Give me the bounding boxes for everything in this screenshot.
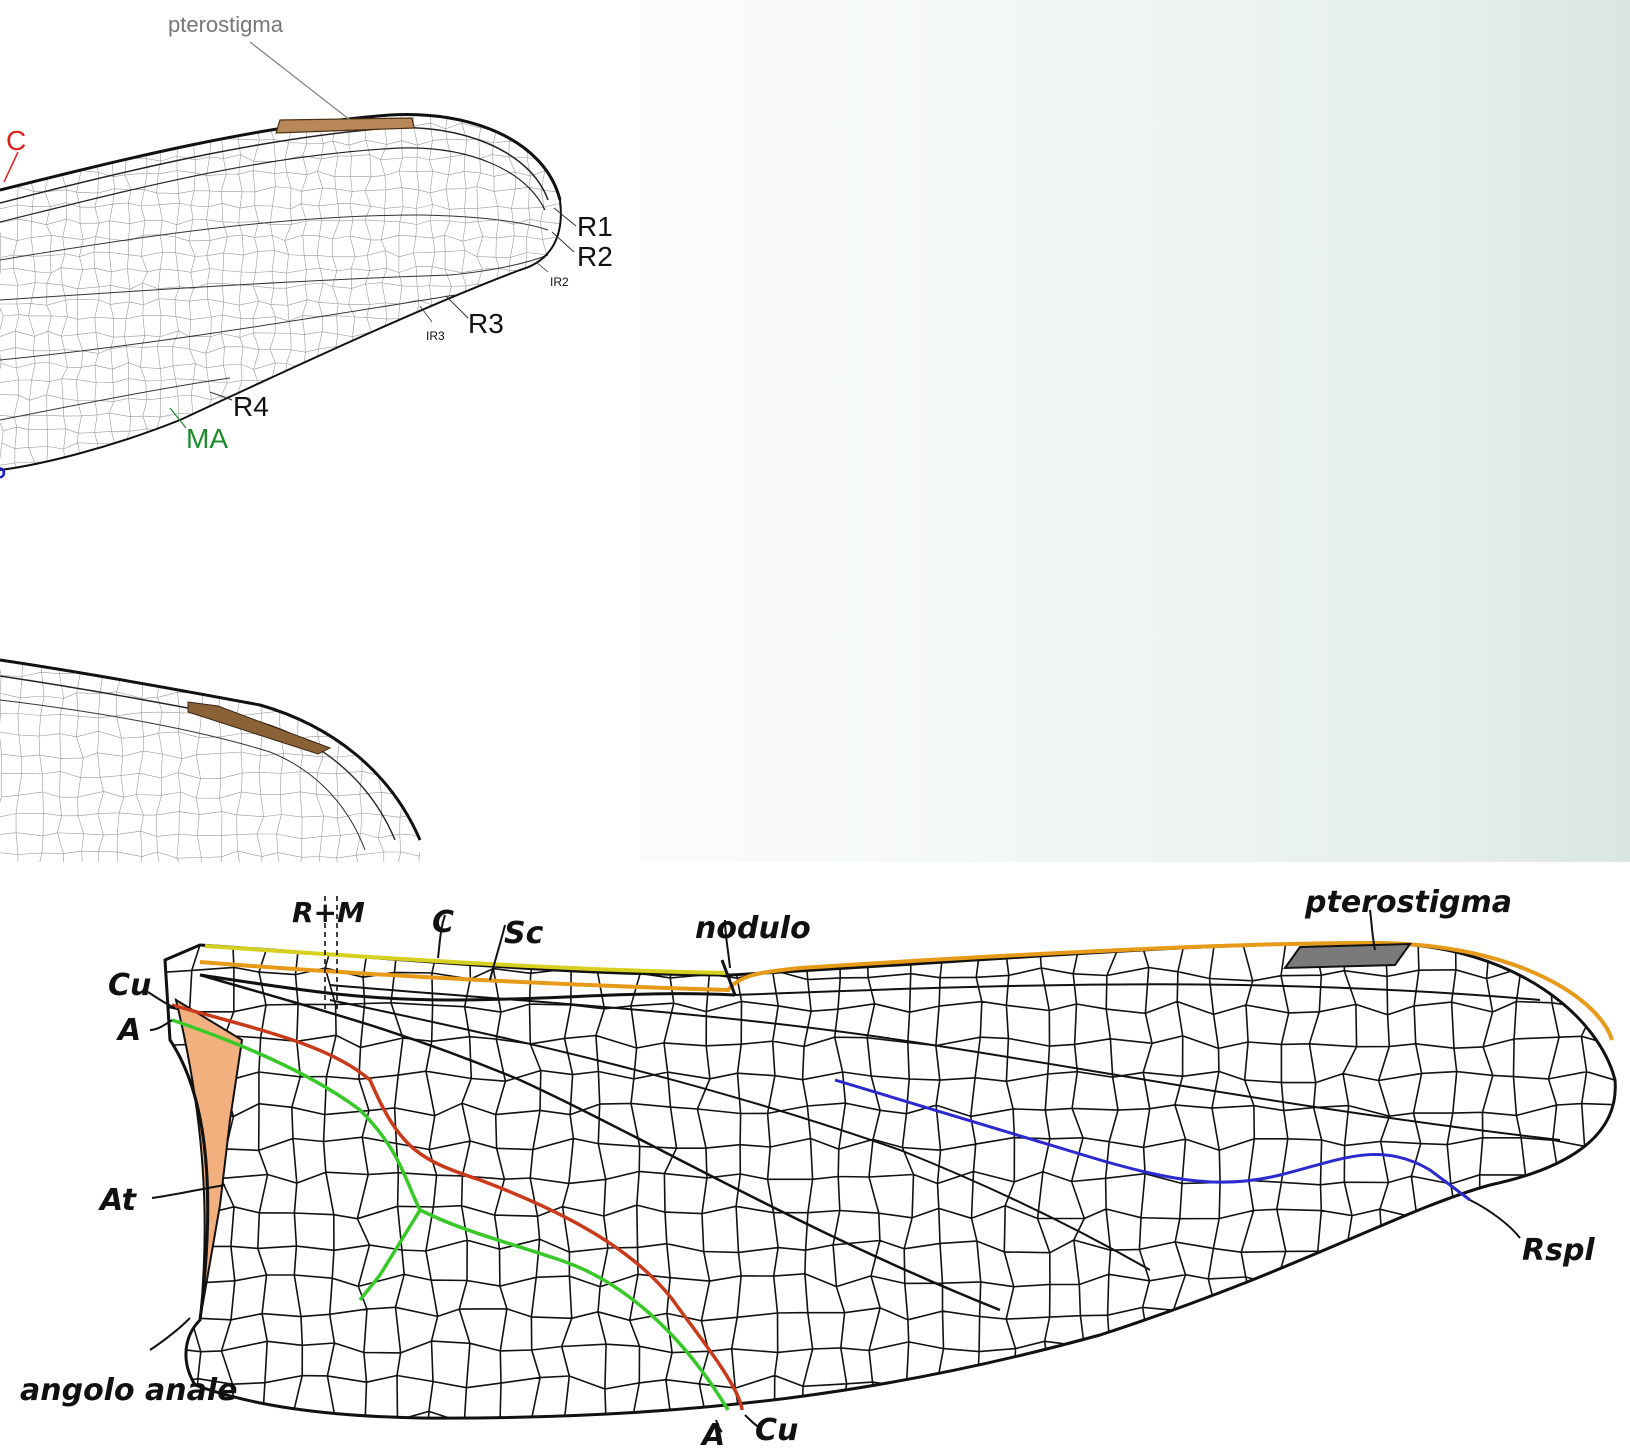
pterostigma-bottom xyxy=(1285,944,1410,968)
label-pterostigma-top: pterostigma xyxy=(168,12,284,37)
label-r4: R4 xyxy=(233,391,269,422)
label-ma: MA xyxy=(186,423,228,454)
label-nodulo: nodulo xyxy=(695,911,811,946)
label-r1: R1 xyxy=(577,211,613,242)
label-a-bottom: A xyxy=(700,1418,725,1449)
label-c-bottom: C xyxy=(432,905,454,940)
label-pterostigma-bottom: pterostigma xyxy=(1304,885,1512,920)
label-ir2: IR2 xyxy=(550,275,569,289)
label-r2: R2 xyxy=(577,241,613,272)
label-at: At xyxy=(98,1183,138,1218)
label-ir3: IR3 xyxy=(426,329,445,343)
hindwing xyxy=(153,896,1628,1449)
top-wing-diagram: pterostigma C R1 R2 IR2 IR3 R3 R4 MA P xyxy=(0,0,680,870)
label-cu-bottom: Cu xyxy=(755,1413,798,1448)
label-cu-top: Cu xyxy=(108,968,151,1003)
label-rspl: Rspl xyxy=(1522,1233,1595,1268)
label-r3: R3 xyxy=(468,308,504,339)
hindwing-tip xyxy=(0,651,443,870)
label-c-top: C xyxy=(6,125,26,156)
label-angolo-anale: angolo anale xyxy=(20,1373,238,1408)
label-a-top: A xyxy=(116,1013,141,1048)
label-r-plus-m: R+M xyxy=(292,896,365,929)
label-sc: Sc xyxy=(504,916,544,951)
label-p: P xyxy=(0,461,7,492)
hindwing-diagram: R+M C Sc nodulo pterostigma Cu A At Rspl… xyxy=(0,862,1630,1449)
hindwing-diagram-panel: R+M C Sc nodulo pterostigma Cu A At Rspl… xyxy=(0,862,1630,1449)
forewing-tip xyxy=(0,107,579,482)
background-right xyxy=(640,0,1630,870)
